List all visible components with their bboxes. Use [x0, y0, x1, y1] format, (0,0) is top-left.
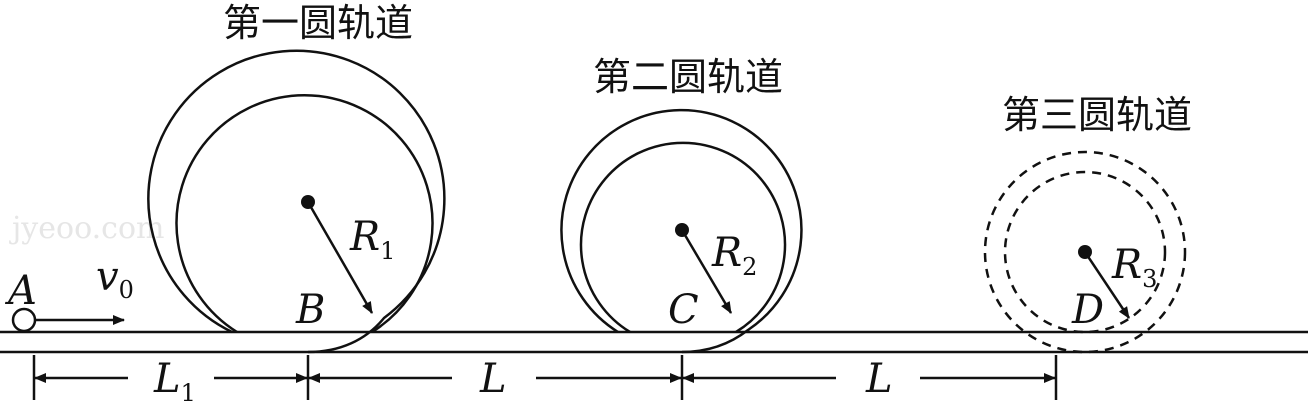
label-velocity-subscript: 0 — [119, 276, 134, 304]
second-circular-track — [560, 108, 803, 354]
first-track-outer-circle — [147, 49, 446, 354]
label-radius-3-subscript: 3 — [1142, 265, 1157, 293]
label-velocity: v0 — [96, 254, 134, 304]
label-radius-2-subscript: 2 — [742, 253, 757, 281]
first-track-inner-circle — [175, 94, 434, 334]
label-distance-l1-symbol: L — [153, 356, 181, 402]
third-track-outer-circle — [983, 150, 1187, 354]
label-distance-l-first-symbol: L — [479, 356, 507, 402]
label-radius-3: R3 — [1111, 242, 1157, 293]
label-radius-1-symbol: R — [349, 214, 380, 260]
label-point-d: D — [1071, 287, 1104, 333]
watermark: jyeoo.com — [9, 211, 164, 246]
radius-arrow-3 — [1083, 251, 1131, 319]
label-radius-2-symbol: R — [711, 230, 742, 276]
label-point-c: C — [668, 287, 699, 333]
radius-arrow-1 — [306, 201, 374, 314]
radius-arrow-2 — [680, 229, 733, 314]
title-second-track: 第二圆轨道 — [593, 55, 783, 99]
label-point-b: B — [295, 287, 325, 333]
label-distance-l-second-symbol: L — [865, 356, 893, 402]
second-track-outer-circle — [560, 108, 803, 354]
first-circular-track — [147, 49, 446, 354]
third-track-inner-circle — [1003, 170, 1167, 334]
dimension-lines — [32, 355, 1058, 400]
label-radius-1: R1 — [349, 214, 395, 265]
label-point-a: A — [4, 268, 37, 314]
label-radius-1-subscript: 1 — [380, 237, 395, 265]
title-third-track: 第三圆轨道 — [1002, 93, 1192, 137]
label-radius-2: R2 — [711, 230, 757, 281]
label-radius-3-symbol: R — [1111, 242, 1142, 288]
label-distance-l-first: L — [479, 356, 507, 402]
label-distance-l1: L1 — [153, 356, 196, 406]
title-first-track: 第一圆轨道 — [223, 1, 413, 45]
label-distance-l-second: L — [865, 356, 893, 402]
third-circular-track — [983, 150, 1187, 354]
label-distance-l1-subscript: 1 — [181, 379, 196, 406]
second-track-inner-circle — [579, 141, 787, 334]
label-velocity-symbol: v — [96, 254, 119, 300]
